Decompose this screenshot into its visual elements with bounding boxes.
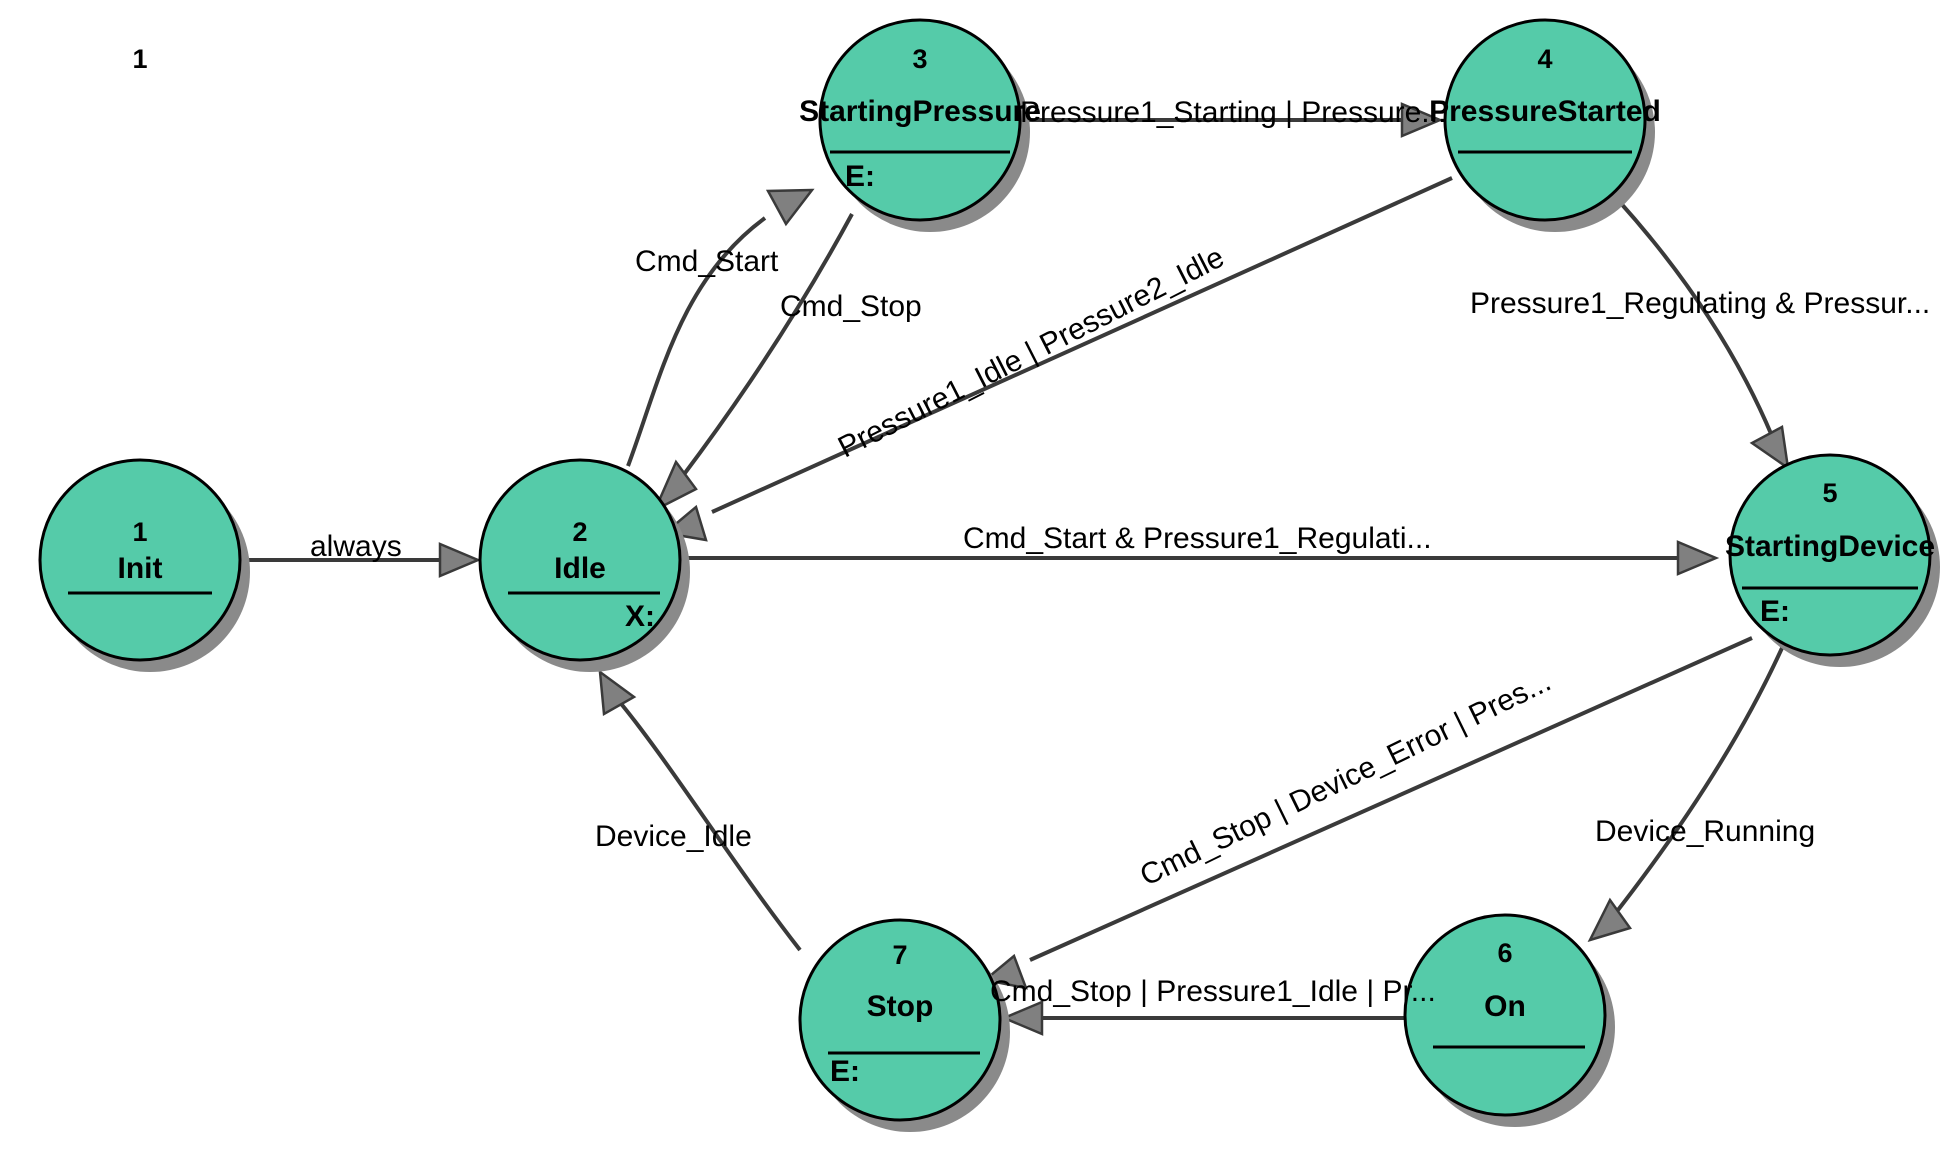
state-node-init[interactable] [38,458,250,672]
node-circle [798,918,1002,1122]
state-node-idle[interactable] [478,458,690,672]
edge-always[interactable] [240,542,482,578]
edge-device-running[interactable] [1587,647,1784,943]
arrow-head-icon [438,542,482,578]
edge-pressure1-starting[interactable] [1020,102,1444,138]
node-circle [478,458,682,662]
arrow-head-icon [1587,897,1633,943]
arrow-head-icon [598,669,637,717]
edges-group [240,102,1790,1036]
state-node-starting-pressure[interactable] [818,18,1030,232]
arrow-head-icon [1400,102,1444,138]
node-circle [38,458,242,662]
edge-path [1616,647,1784,912]
edge-device-idle[interactable] [598,669,802,952]
arrow-head-icon [1676,540,1720,576]
edge-path [616,698,802,952]
edge-cmd-stop-to-idle[interactable] [652,213,854,513]
edge-path [1029,636,1753,962]
state-node-stop[interactable] [798,918,1010,1132]
node-circle [1728,453,1932,657]
state-node-on[interactable] [1403,913,1615,1127]
state-node-starting-device[interactable] [1728,453,1940,667]
node-circle [1403,913,1607,1117]
edge-pressure1-regulating[interactable] [1616,198,1790,471]
edge-cmd-start[interactable] [626,188,815,467]
nodes-group [38,18,1940,1132]
edge-path [1616,198,1774,437]
edge-pressure-idle[interactable] [662,176,1453,542]
edge-path [711,176,1453,514]
arrow-head-icon [652,459,698,513]
node-circle [818,18,1022,222]
arrow-head-icon [765,188,815,227]
edge-cmd-stop-pressure1-idle[interactable] [1000,1000,1405,1036]
state-node-pressure-started[interactable] [1443,18,1655,232]
edge-cmd-start-pressure1-regulating[interactable] [680,540,1720,576]
edge-path [626,216,767,467]
arrow-head-icon [1749,425,1790,471]
arrow-head-icon [1000,1000,1044,1036]
edge-path [680,213,854,479]
node-circle [1443,18,1647,222]
edge-cmd-stop-device-error[interactable] [982,636,1753,990]
